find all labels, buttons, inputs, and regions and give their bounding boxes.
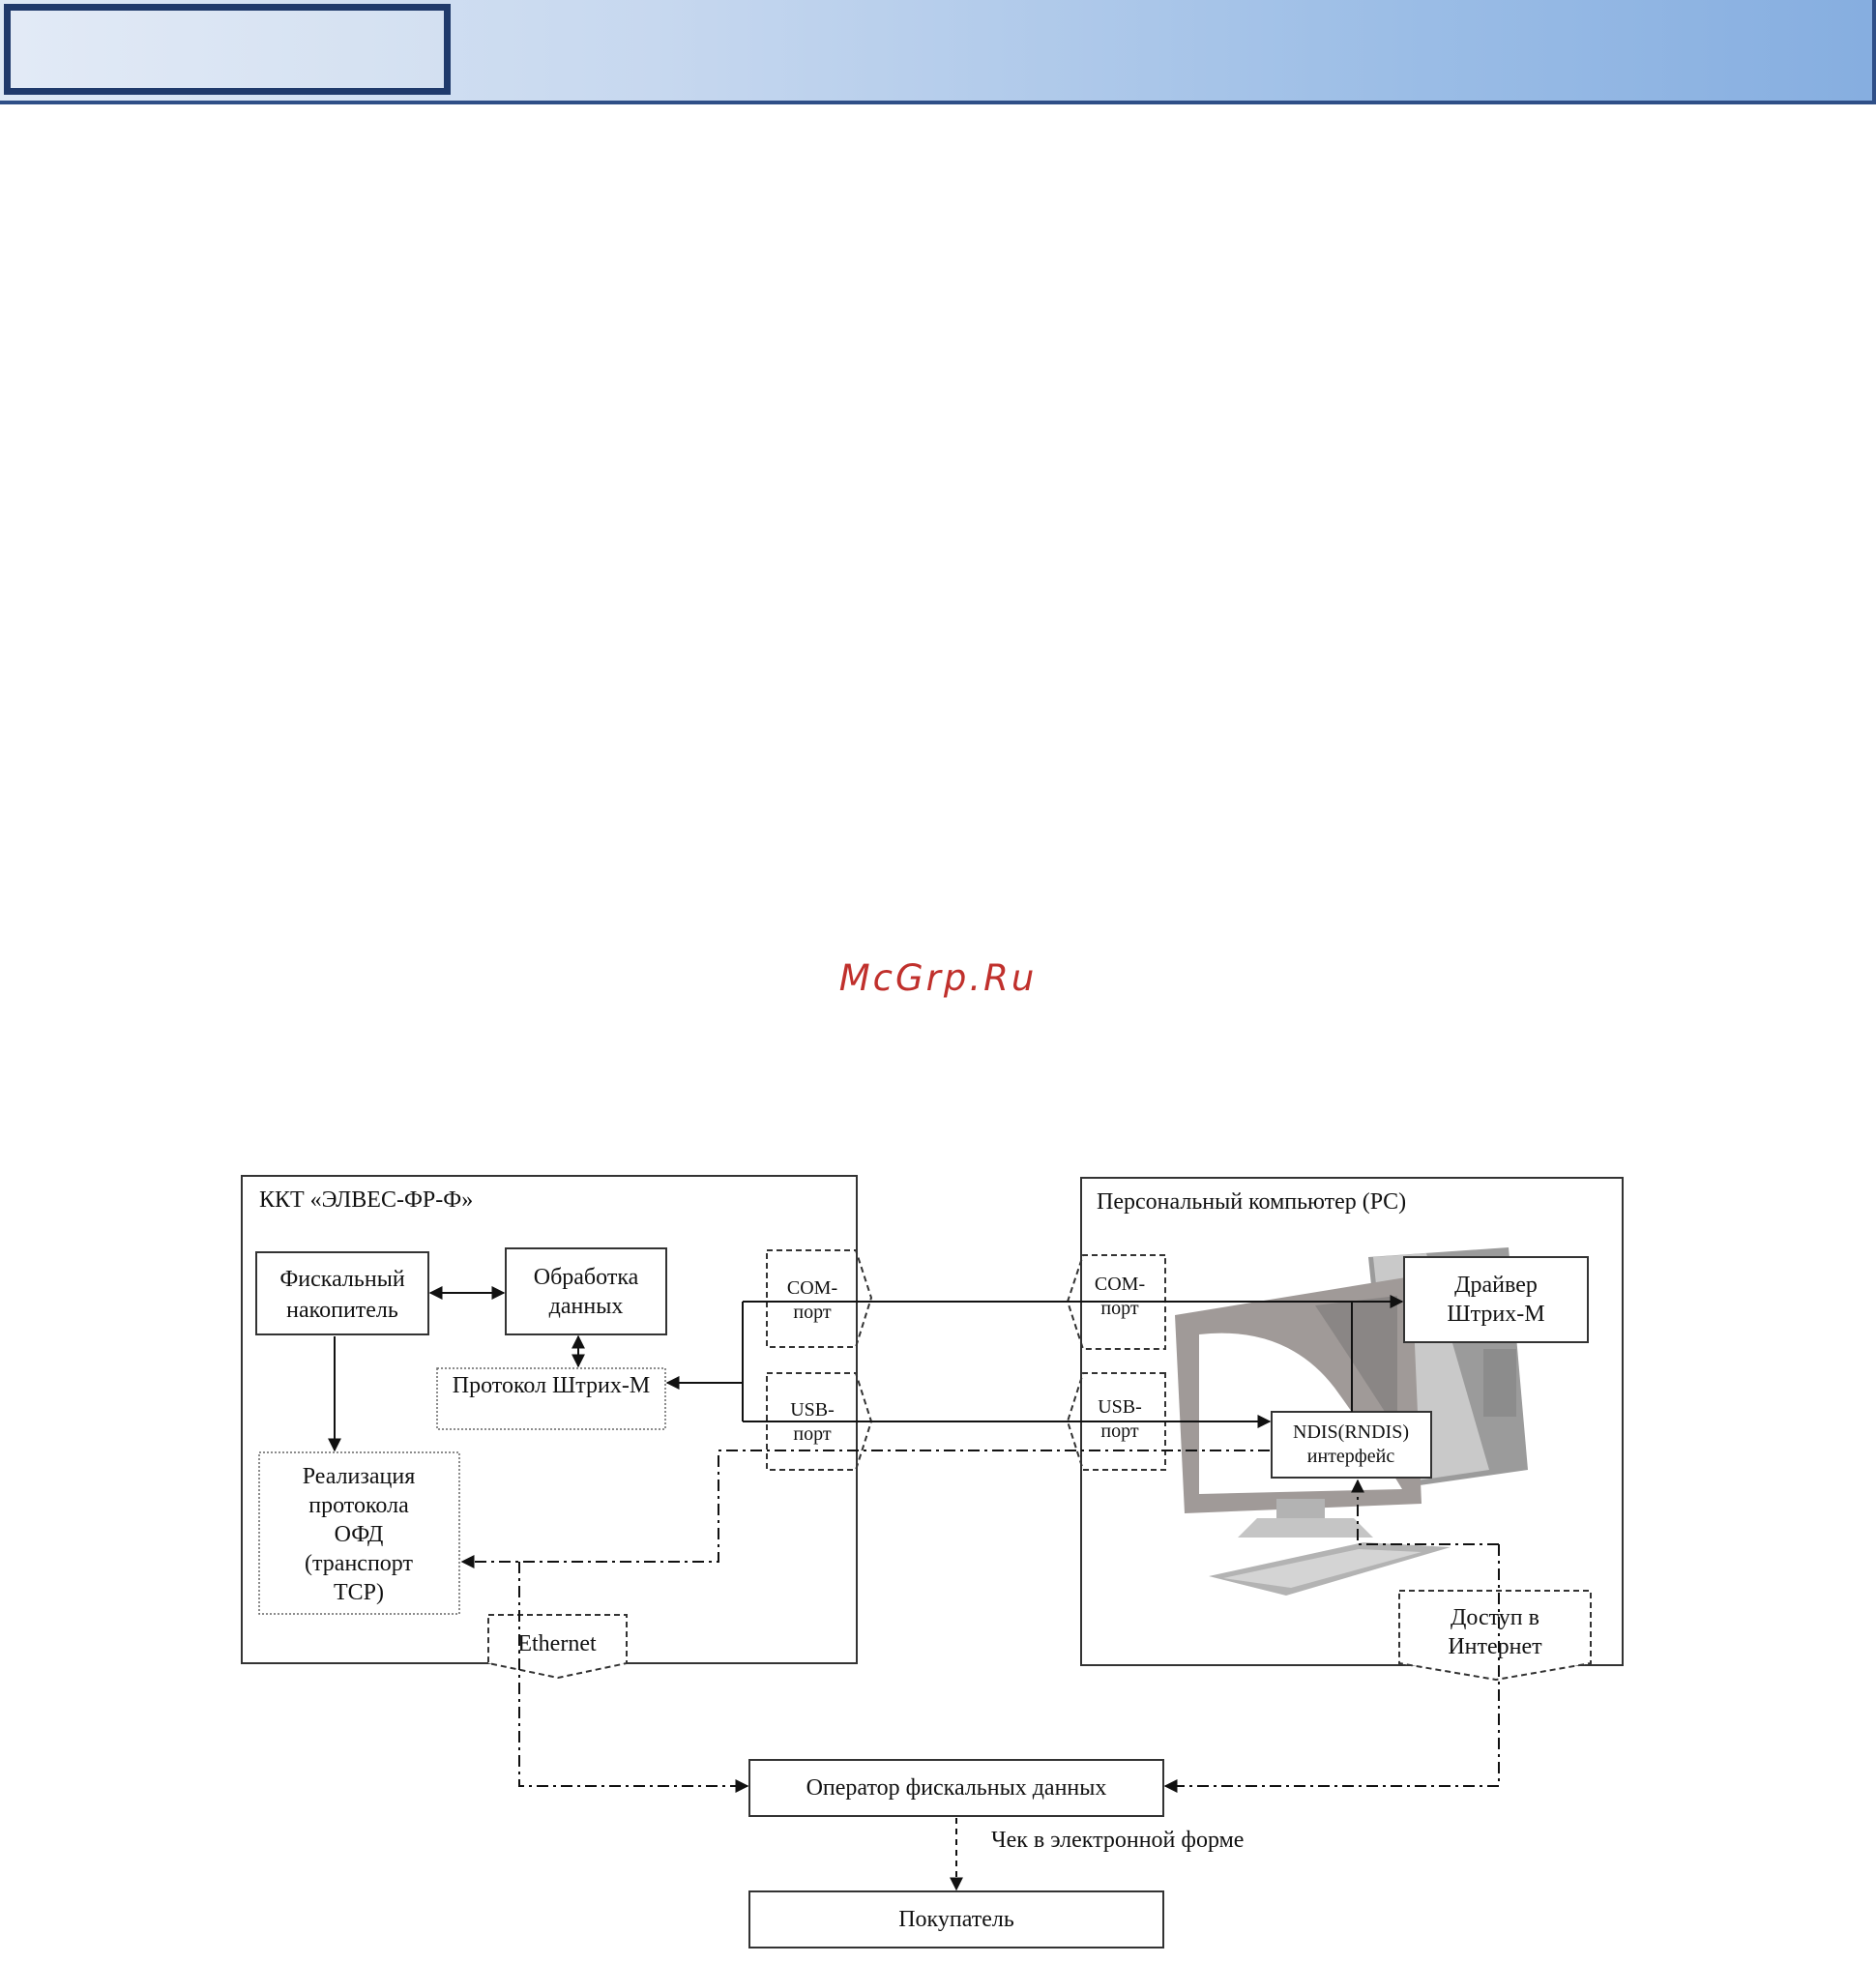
com-port-pc-label: COM- bbox=[1095, 1274, 1145, 1295]
ofd-operator-label: Оператор фискальных данных bbox=[806, 1775, 1107, 1801]
ethernet-label: Ethernet bbox=[517, 1631, 597, 1656]
com-port-kkt-label: порт bbox=[793, 1302, 831, 1323]
solid-connections bbox=[328, 1286, 1404, 1452]
buyer-label: Покупатель bbox=[898, 1907, 1014, 1932]
fiscal-storage-box bbox=[255, 1251, 429, 1335]
header-title-box bbox=[4, 4, 451, 95]
watermark: McGrp.Ru bbox=[838, 957, 1038, 999]
ofd-protocol-box bbox=[258, 1451, 460, 1615]
driver-label: Штрих-М bbox=[1447, 1302, 1544, 1327]
data-processing-box bbox=[505, 1247, 667, 1335]
buyer-box bbox=[748, 1890, 1164, 1948]
com-port-pc-label: порт bbox=[1100, 1298, 1138, 1319]
internet-access-label: Интернет bbox=[1448, 1634, 1542, 1659]
protocol-shtrih-box bbox=[436, 1367, 666, 1430]
usb-port-pc-box bbox=[1066, 1372, 1166, 1471]
header-bar bbox=[0, 0, 1876, 104]
driver-label: Драйвер bbox=[1454, 1273, 1538, 1298]
ofd-protocol-label: ОФД bbox=[335, 1522, 384, 1547]
ndis-label: NDIS(RNDIS) bbox=[1293, 1421, 1409, 1443]
com-port-pc-box bbox=[1066, 1254, 1166, 1350]
internet-access-label: Доступ в bbox=[1451, 1605, 1539, 1630]
ethernet-box bbox=[487, 1614, 628, 1680]
usb-port-pc-label: USB- bbox=[1098, 1396, 1142, 1418]
com-port-kkt-box bbox=[766, 1249, 873, 1348]
internet-access-box bbox=[1398, 1590, 1592, 1682]
ofd-operator-box bbox=[748, 1759, 1164, 1817]
driver-box bbox=[1403, 1256, 1589, 1343]
usb-port-kkt-label: порт bbox=[793, 1423, 831, 1445]
pc-title: Персональный компьютер (PC) bbox=[1097, 1189, 1406, 1215]
data-processing-label: Обработка bbox=[534, 1265, 639, 1290]
usb-port-pc-label: порт bbox=[1100, 1421, 1138, 1442]
ofd-protocol-label: (транспорт bbox=[305, 1551, 413, 1576]
ndis-label: интерфейс bbox=[1307, 1446, 1395, 1467]
ofd-protocol-label: протокола bbox=[308, 1493, 409, 1518]
usb-port-kkt-box bbox=[766, 1372, 873, 1471]
usb-port-kkt-label: USB- bbox=[790, 1399, 835, 1421]
com-port-kkt-label: COM- bbox=[787, 1277, 837, 1299]
data-processing-label: данных bbox=[549, 1294, 624, 1319]
ndis-box bbox=[1271, 1411, 1432, 1479]
network-connections bbox=[460, 1450, 1500, 1793]
fiscal-storage-label: Фискальный bbox=[279, 1267, 405, 1292]
protocol-shtrih-label: Протокол Штрих-М bbox=[453, 1373, 650, 1398]
ofd-protocol-label: TCP) bbox=[334, 1580, 384, 1605]
kkt-title: ККТ «ЭЛВЕС-ФР-Ф» bbox=[259, 1187, 473, 1213]
ofd-protocol-label: Реализация bbox=[303, 1464, 416, 1489]
fiscal-storage-label: накопитель bbox=[286, 1298, 398, 1323]
receipt-label: Чек в электронной форме bbox=[991, 1828, 1244, 1853]
